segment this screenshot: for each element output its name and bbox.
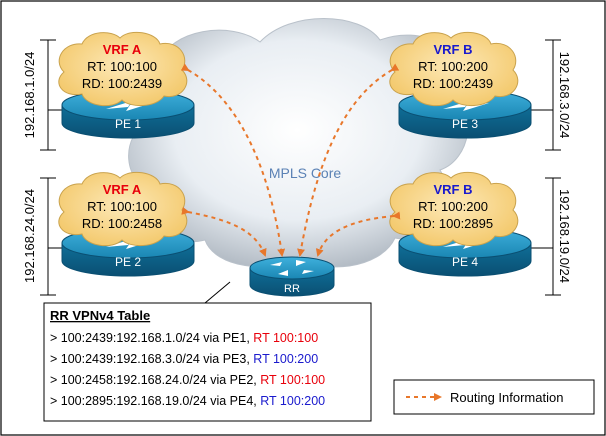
table-row: > 100:2439:192.168.3.0/24 via PE3, RT 10… <box>50 352 318 366</box>
rr-table: RR VPNv4 Table > 100:2439:192.168.1.0/24… <box>43 302 372 422</box>
legend-label: Routing Information <box>450 390 563 405</box>
router-label: PE 2 <box>115 255 141 269</box>
vrf-name: VRF A <box>103 182 142 197</box>
vrf-rt: RT: 100:100 <box>87 59 157 74</box>
network-label-pe1: 192.168.1.0/24 <box>22 52 37 139</box>
router-pe3: PE 3 <box>398 89 532 139</box>
vrf-name: VRF B <box>434 42 473 57</box>
legend: Routing Information <box>393 379 595 415</box>
rr-table-title: RR VPNv4 Table <box>50 308 150 323</box>
vrf-rt: RT: 100:200 <box>418 59 488 74</box>
vrf-rd: RD: 100:2439 <box>413 76 493 91</box>
table-row-rt: RT 100:200 <box>260 394 325 408</box>
routing-arrows <box>180 63 401 257</box>
network-lines <box>40 39 561 296</box>
table-row-route: > 100:2458:192.168.24.0/24 via PE2, <box>50 373 260 387</box>
cloud-label: MPLS Core <box>269 165 342 181</box>
table-row-rt: RT 100:200 <box>253 352 318 366</box>
table-row-rt: RT 100:100 <box>253 331 318 345</box>
router-label: PE 3 <box>452 117 478 131</box>
rr-label: RR <box>284 283 300 295</box>
network-label-pe3: 192.168.3.0/24 <box>557 52 572 139</box>
router-label: PE 1 <box>115 117 141 131</box>
vrf-rd: RD: 100:2458 <box>82 216 162 231</box>
table-row-route: > 100:2439:192.168.1.0/24 via PE1, <box>50 331 253 345</box>
vrf-rd: RD: 100:2895 <box>413 216 493 231</box>
table-row-rt: RT 100:100 <box>260 373 325 387</box>
table-row-route: > 100:2439:192.168.3.0/24 via PE3, <box>50 352 253 366</box>
vrf-rt: RT: 100:200 <box>418 199 488 214</box>
router-label: PE 4 <box>452 255 478 269</box>
network-label-pe4: 192.168.19.0/24 <box>557 189 572 283</box>
vrf-rd: RD: 100:2439 <box>82 76 162 91</box>
vrf-name: VRF A <box>103 42 142 57</box>
table-row: > 100:2458:192.168.24.0/24 via PE2, RT 1… <box>50 373 325 387</box>
rr-router: RR <box>249 256 335 297</box>
vrf-rt: RT: 100:100 <box>87 199 157 214</box>
table-row: > 100:2895:192.168.19.0/24 via PE4, RT 1… <box>50 394 325 408</box>
table-row: > 100:2439:192.168.1.0/24 via PE1, RT 10… <box>50 331 318 345</box>
vrf-name: VRF B <box>434 182 473 197</box>
table-row-route: > 100:2895:192.168.19.0/24 via PE4, <box>50 394 260 408</box>
network-label-pe2: 192.168.24.0/24 <box>22 189 37 283</box>
